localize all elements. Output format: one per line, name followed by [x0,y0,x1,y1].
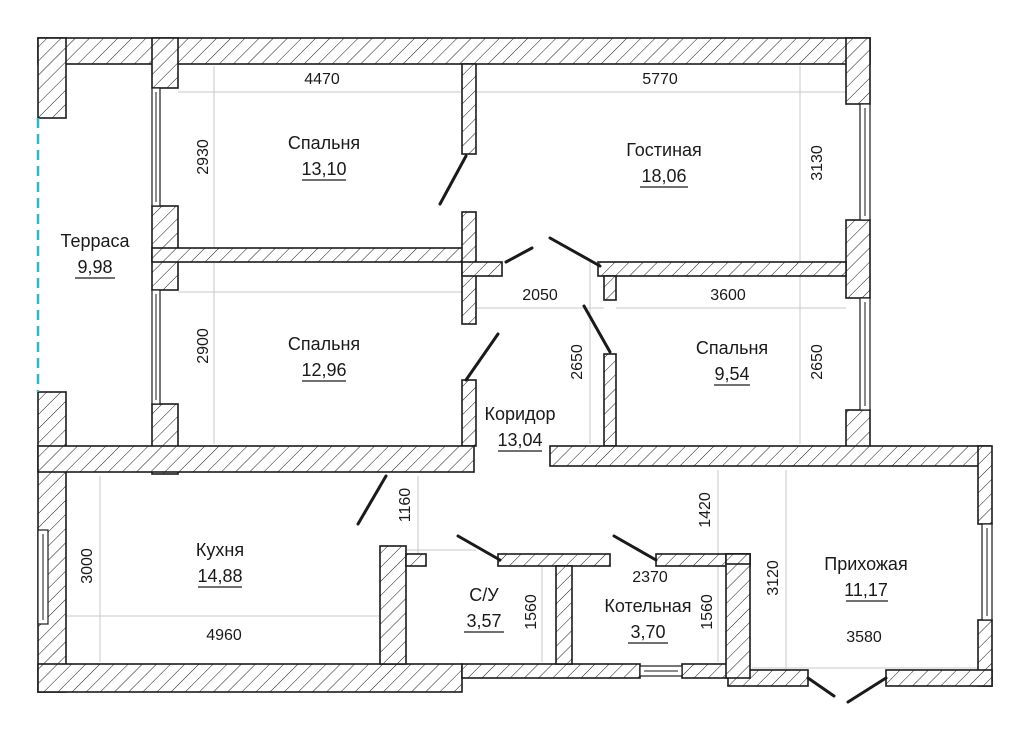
window-hall-east [981,523,993,621]
wall-kitchen-right [379,545,407,665]
window-living-east [859,103,871,221]
dim-boiler-depth: 1560 [699,594,716,630]
dim-bedroom2-depth: 2900 [195,328,212,364]
room-name-living: Гостиная [626,140,702,160]
door-bathroom [456,534,502,562]
wall-bedrooms-horizontal [151,247,465,263]
outer-wall-bottom-left [37,663,463,693]
wall-bedroom3-corridor [603,353,617,447]
wall-bathroom-boiler [555,565,573,665]
wall-bathroom-top-right [497,553,611,567]
dim-hall-passage: 1420 [697,492,714,528]
room-labels: Терраса 9,98 Спальня 13,10 Гостиная 18,0… [60,133,908,644]
door-bedroom3 [582,304,612,354]
room-area-bathroom: 3,57 [466,611,501,631]
dim-bedroom3-depth: 2650 [809,344,826,380]
room-name-bedroom2: Спальня [288,334,360,354]
dim-bedroom3-width: 3600 [710,287,746,304]
outer-wall-bottom-hall-b [885,669,993,687]
door-entrance-right [846,676,888,704]
door-boiler [612,534,658,562]
door-entrance-left [806,676,836,698]
dim-hall-depth: 3120 [765,560,782,596]
dim-corridor-lower: 1160 [397,488,414,523]
outer-wall-right-mid [845,219,871,299]
dim-bedroom1-width: 4470 [304,71,340,88]
windows [37,87,993,677]
dim-boiler-width: 2370 [632,569,668,586]
dim-living-depth: 3130 [809,145,826,181]
room-area-bedroom2: 12,96 [301,360,346,380]
wall-bedroom-corridor-jog [461,261,503,277]
door-living [548,236,602,268]
wall-living-bedroom3 [597,261,847,277]
walls [37,37,993,693]
doors [356,154,888,704]
room-name-bathroom: С/У [469,585,499,605]
window-bedroom1-west [151,87,161,207]
door-bedroom1 [438,154,468,206]
room-area-bedroom3: 9,54 [714,364,749,384]
dim-kitchen-depth: 3000 [79,548,96,584]
wall-hall-left-stub [725,553,751,565]
wall-bedroom1-living [461,63,477,155]
outer-wall-bottom-mid [461,663,641,679]
dim-hall-width: 3580 [846,629,882,646]
room-name-bedroom3: Спальня [696,338,768,358]
dim-corridor-depth: 2650 [569,344,586,380]
wall-kitchen-top [37,445,475,473]
window-bedroom2-west [151,289,161,405]
wall-bedroom3-post [603,275,617,301]
outer-wall-right-upper [845,37,871,105]
room-name-kitchen: Кухня [196,540,244,560]
wall-terrace-bedroom-a [151,37,179,89]
outer-wall-left-upper [37,37,67,119]
dim-bedroom1-depth: 2930 [195,139,212,175]
window-boiler-south [639,665,683,677]
wall-boiler-hall [725,553,751,679]
door-kitchen [356,474,388,526]
dim-living-width: 5770 [642,71,678,88]
window-kitchen-west [37,529,49,625]
door-living-b [504,246,534,264]
window-bedroom3-east [859,297,871,411]
wall-bathroom-top [405,553,427,567]
room-area-bedroom1: 13,10 [301,159,346,179]
door-bedroom2 [464,332,500,382]
room-name-hall: Прихожая [824,554,907,574]
room-area-corridor: 13,04 [497,430,542,450]
wall-hall-top [549,445,991,467]
room-area-terrace: 9,98 [77,257,112,277]
dimension-labels: 4470 5770 2930 3130 2900 2050 3600 2650 … [79,71,882,646]
outer-wall-right-hall-a [977,445,993,525]
dim-corridor-width: 2050 [522,287,558,304]
room-area-boiler: 3,70 [630,622,665,642]
room-area-kitchen: 14,88 [197,566,242,586]
dim-bathroom-depth: 1560 [523,594,540,630]
wall-bedroom2-corridor [461,379,477,447]
outer-wall-bottom-boiler [681,663,729,679]
room-area-living: 18,06 [641,166,686,186]
room-name-bedroom1: Спальня [288,133,360,153]
room-name-boiler: Котельная [604,596,691,616]
room-name-corridor: Коридор [484,404,555,424]
dim-kitchen-width: 4960 [206,627,242,644]
room-area-hall: 11,17 [844,580,888,600]
room-name-terrace: Терраса [60,231,130,251]
